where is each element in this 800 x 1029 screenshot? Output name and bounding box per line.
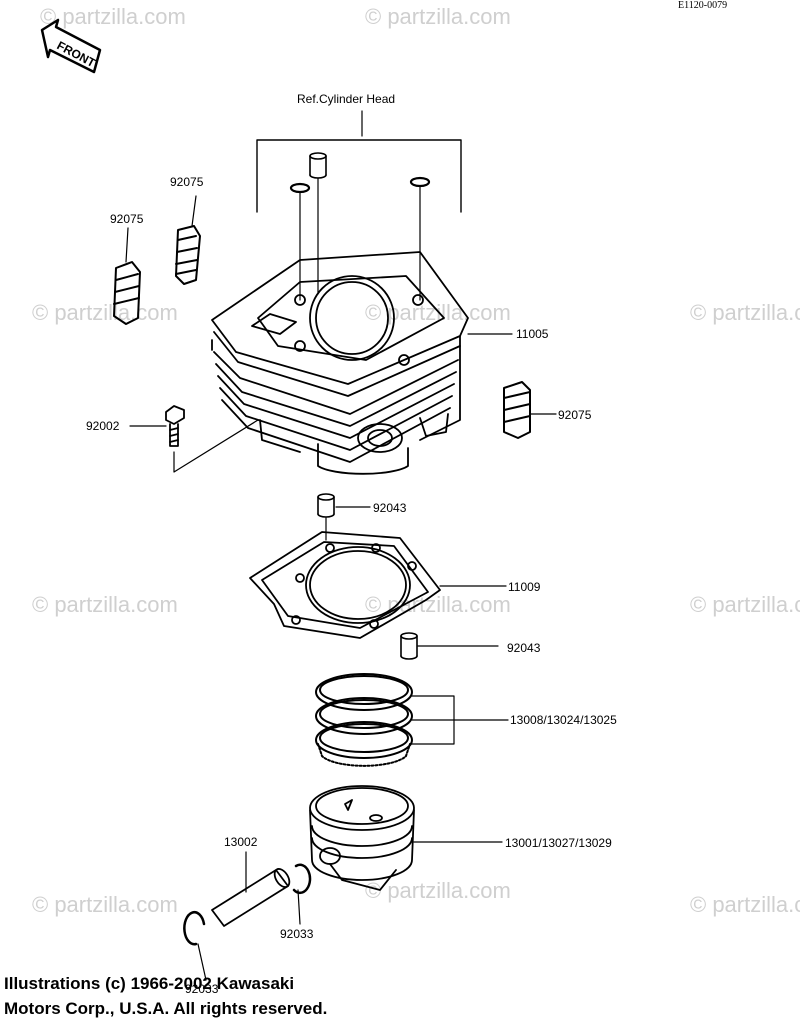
dowel-pin-92043-b: [400, 632, 418, 660]
label-11009: 11009: [508, 580, 541, 594]
watermark: © partzilla.com: [32, 300, 178, 325]
piston-pin: [211, 868, 291, 927]
damper-rubber-92075-a: [175, 225, 201, 285]
watermark: © partzilla.com: [365, 4, 511, 29]
dowel-pin-92043-a: [317, 493, 335, 518]
piston-ring-set: [315, 673, 413, 767]
watermark: © partzilla.com: [690, 592, 800, 617]
front-arrow-icon: FRONT: [40, 18, 102, 74]
label-92075-a: 92075: [170, 175, 204, 189]
label-92043-b: 92043: [507, 641, 541, 655]
damper-rubber-92075-b: [113, 261, 141, 325]
watermark: © partzilla.com: [690, 300, 800, 325]
watermark: © partzilla.com: [32, 892, 178, 917]
label-piston-rings: 13008/13024/13025: [510, 713, 617, 727]
watermark: © partzilla.com: [40, 4, 186, 29]
dowel-pin-top: [309, 152, 327, 179]
watermark: © partzilla.com: [32, 592, 178, 617]
bolt-92002: [165, 405, 185, 447]
cylinder-block: [211, 251, 469, 475]
watermark: © partzilla.com: [690, 892, 800, 917]
circlip-left: [183, 911, 206, 946]
label-ref-cylinder-head: Ref.Cylinder Head: [297, 92, 396, 106]
label-92075-b: 92075: [110, 212, 144, 226]
label-92002: 92002: [86, 419, 120, 433]
label-92033-a: 92033: [280, 927, 314, 941]
damper-rubber-92075-c: [503, 381, 531, 439]
o-ring-left: [289, 182, 311, 194]
copyright-line-2: Motors Corp., U.S.A. All rights reserved…: [4, 999, 328, 1018]
piston: [309, 785, 415, 891]
label-13002: 13002: [224, 835, 258, 849]
watermark: © partzilla.com: [365, 878, 511, 903]
label-92075-c: 92075: [558, 408, 592, 422]
copyright-line-1: Illustrations (c) 1966-2002 Kawasaki: [4, 974, 295, 993]
cylinder-base-gasket: [249, 531, 441, 639]
circlip-right: [292, 863, 312, 895]
label-piston: 13001/13027/13029: [505, 836, 612, 850]
o-ring-right: [409, 176, 431, 188]
label-92043-a: 92043: [373, 501, 407, 515]
label-92033-b: 92033: [185, 982, 219, 996]
cylinder-head-reference-box: [256, 139, 462, 213]
diagram-code: E1120-0079: [678, 0, 728, 11]
label-11005: 11005: [516, 327, 549, 341]
